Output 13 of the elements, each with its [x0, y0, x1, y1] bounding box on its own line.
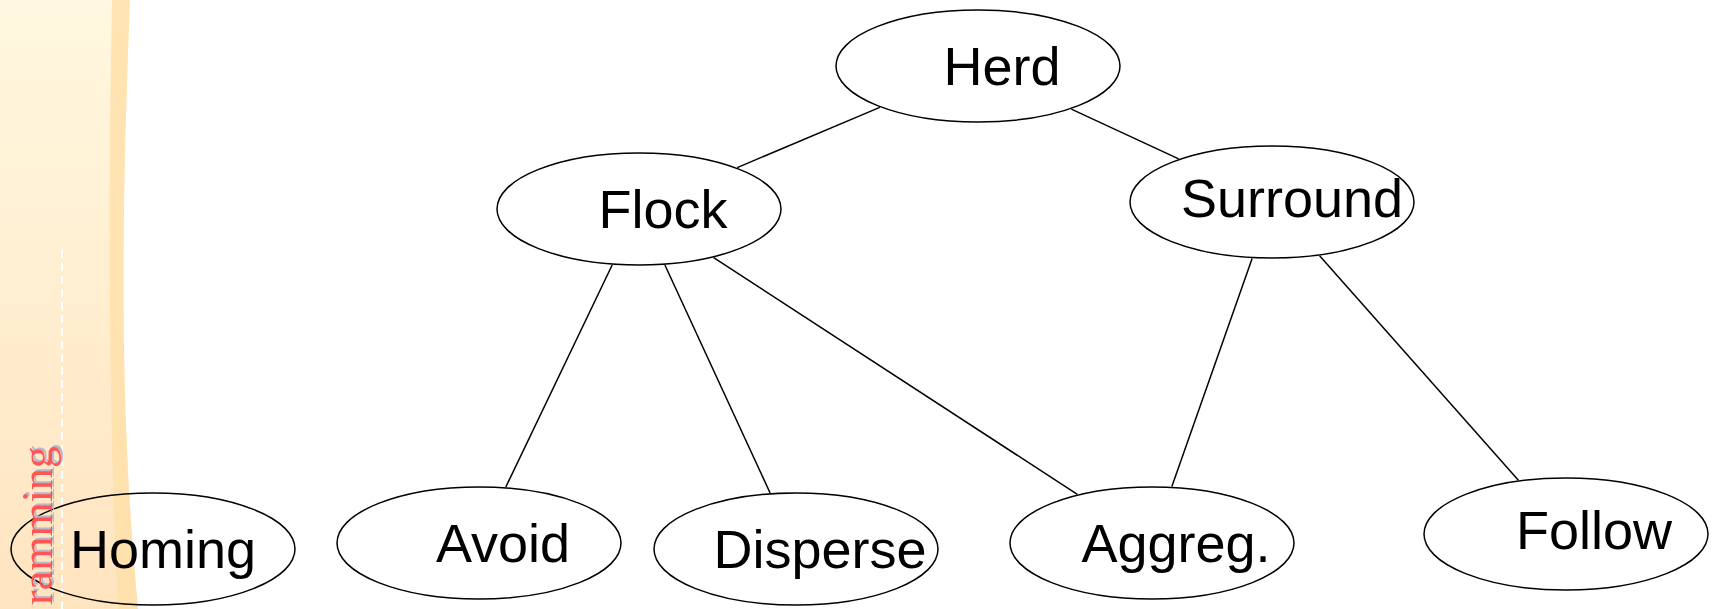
node-label: Herd: [943, 39, 1061, 93]
connector-line: [1318, 255, 1520, 481]
connector-line: [1171, 257, 1253, 488]
connector-line: [505, 264, 613, 488]
connector-line: [736, 106, 881, 169]
connector-line: [712, 256, 1079, 496]
vertical-title: ramming: [12, 446, 63, 605]
node-label: Avoid: [435, 516, 571, 570]
node-label: Follow: [1516, 503, 1672, 557]
node-label: Flock: [598, 182, 728, 236]
connector-line: [664, 264, 771, 494]
connector-line: [1070, 108, 1180, 160]
node-label: Surround: [1180, 171, 1404, 225]
